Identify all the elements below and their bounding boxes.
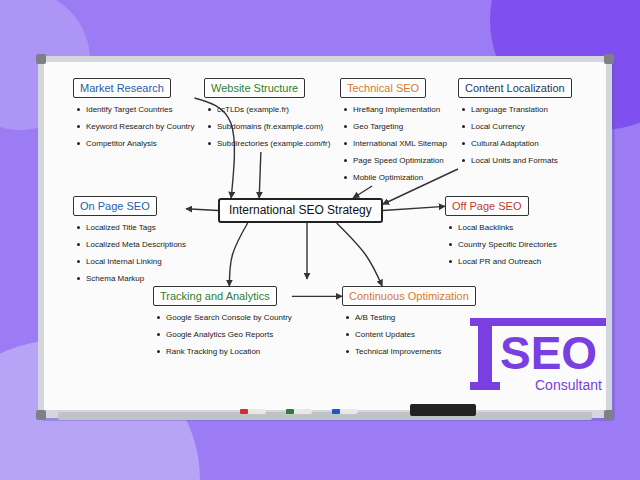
topic-node: Website StructureccTLDs (example.fr)Subd… xyxy=(204,78,330,152)
marker-tray xyxy=(58,412,592,420)
bullet-item: Identify Target Countries xyxy=(77,101,195,118)
bullet-item: Google Search Console by Country xyxy=(157,309,292,326)
bullet-item: Mobile Optimization xyxy=(344,169,447,186)
connector-group xyxy=(186,98,458,296)
topic-node: Off Page SEO Local BacklinksCountry Speci… xyxy=(445,196,557,270)
marker-red-cap xyxy=(240,409,248,414)
node-heading: Website Structure xyxy=(204,78,305,98)
flow-arrow xyxy=(337,223,383,286)
topic-node: On Page SEO Localized Title TagsLocalized… xyxy=(73,196,186,287)
board-surface xyxy=(44,62,606,410)
flow-arrow xyxy=(186,209,218,211)
bullet-list: Hreflang ImplementationGeo TargetingInte… xyxy=(344,101,447,186)
bullet-item: Localized Title Tags xyxy=(77,219,186,236)
topic-node: Tracking and AnalyticsGoogle Search Cons… xyxy=(153,286,292,360)
bullet-item: ccTLDs (example.fr) xyxy=(208,101,330,118)
flow-arrow xyxy=(292,296,342,297)
bullet-item: Rank Tracking by Location xyxy=(157,343,292,360)
bullet-item: Content Updates xyxy=(346,326,476,343)
bullet-item: Google Analytics Geo Reports xyxy=(157,326,292,343)
marker-blue xyxy=(332,409,358,414)
eraser xyxy=(410,404,476,416)
bullet-item: Local Currency xyxy=(462,118,572,135)
node-heading: Continuous Optimization xyxy=(342,286,476,306)
logo-text: SEO xyxy=(500,330,597,376)
bullet-list: A/B TestingContent UpdatesTechnical Impr… xyxy=(346,309,476,360)
bullet-list: Localized Title TagsLocalized Meta Descr… xyxy=(77,219,186,287)
node-heading: Market Research xyxy=(73,78,171,98)
bullet-item: Local Internal Linking xyxy=(77,253,186,270)
node-heading: Tracking and Analytics xyxy=(153,286,277,306)
frame-corner xyxy=(36,410,46,420)
logo-subtext: Consultant xyxy=(535,378,602,392)
topic-node: Technical SEO Hreflang ImplementationGeo … xyxy=(340,78,447,186)
marker-red xyxy=(240,409,266,414)
bullet-item: A/B Testing xyxy=(346,309,476,326)
bullet-item: Local Units and Formats xyxy=(462,152,572,169)
marker-green xyxy=(286,409,312,414)
board-frame xyxy=(38,56,612,418)
bullet-item: Keyword Research by Country xyxy=(77,118,195,135)
bullet-list: Google Search Console by CountryGoogle A… xyxy=(157,309,292,360)
topic-node: Market ResearchIdentify Target Countries… xyxy=(73,78,195,152)
flow-arrow xyxy=(353,186,372,198)
frame-corner xyxy=(604,410,614,420)
node-heading: Content Localization xyxy=(458,78,572,98)
board-shadow xyxy=(41,59,615,421)
bullet-item: Subdomains (fr.example.com) xyxy=(208,118,330,135)
bullet-item: Subdirectories (example.com/fr) xyxy=(208,135,330,152)
bullet-item: Competitor Analysis xyxy=(77,135,195,152)
topic-node: Content LocalizationLanguage Translation… xyxy=(458,78,572,169)
frame-corner xyxy=(604,54,614,64)
node-heading: On Page SEO xyxy=(73,196,157,216)
bullet-item: Technical Improvements xyxy=(346,343,476,360)
marker-blue-cap xyxy=(332,409,340,414)
bullet-item: Localized Meta Descriptions xyxy=(77,236,186,253)
bullet-item: Page Speed Optimization xyxy=(344,152,447,169)
bullet-list: Identify Target CountriesKeyword Researc… xyxy=(77,101,195,152)
flow-arrow xyxy=(259,152,261,198)
node-heading: Technical SEO xyxy=(340,78,426,98)
bullet-item: Language Translation xyxy=(462,101,572,118)
bullet-item: Cultural Adaptation xyxy=(462,135,572,152)
bullet-item: Local Backlinks xyxy=(449,219,557,236)
bullet-item: Local PR and Outreach xyxy=(449,253,557,270)
bullet-list: Language TranslationLocal CurrencyCultur… xyxy=(462,101,572,169)
topic-node: Continuous OptimizationA/B TestingConten… xyxy=(342,286,476,360)
bullet-list: Local BacklinksCountry Specific Director… xyxy=(449,219,557,270)
bullet-item: Schema Markup xyxy=(77,270,186,287)
bullet-item: Country Specific Directories xyxy=(449,236,557,253)
bullet-item: Hreflang Implementation xyxy=(344,101,447,118)
marker-green-cap xyxy=(286,409,294,414)
logo-stem xyxy=(478,318,492,390)
bullet-item: International XML Sitemap xyxy=(344,135,447,152)
free-arrow xyxy=(306,223,307,279)
logo-serif xyxy=(470,382,500,390)
frame-corner xyxy=(36,54,46,64)
node-heading: Off Page SEO xyxy=(445,196,529,216)
bullet-item: Geo Targeting xyxy=(344,118,447,135)
flow-arrow xyxy=(229,223,247,286)
node-heading: International SEO Strategy xyxy=(218,198,383,223)
bullet-list: ccTLDs (example.fr)Subdomains (fr.exampl… xyxy=(208,101,330,152)
hub-node: International SEO Strategy xyxy=(218,198,383,223)
flow-arrow xyxy=(383,206,445,210)
